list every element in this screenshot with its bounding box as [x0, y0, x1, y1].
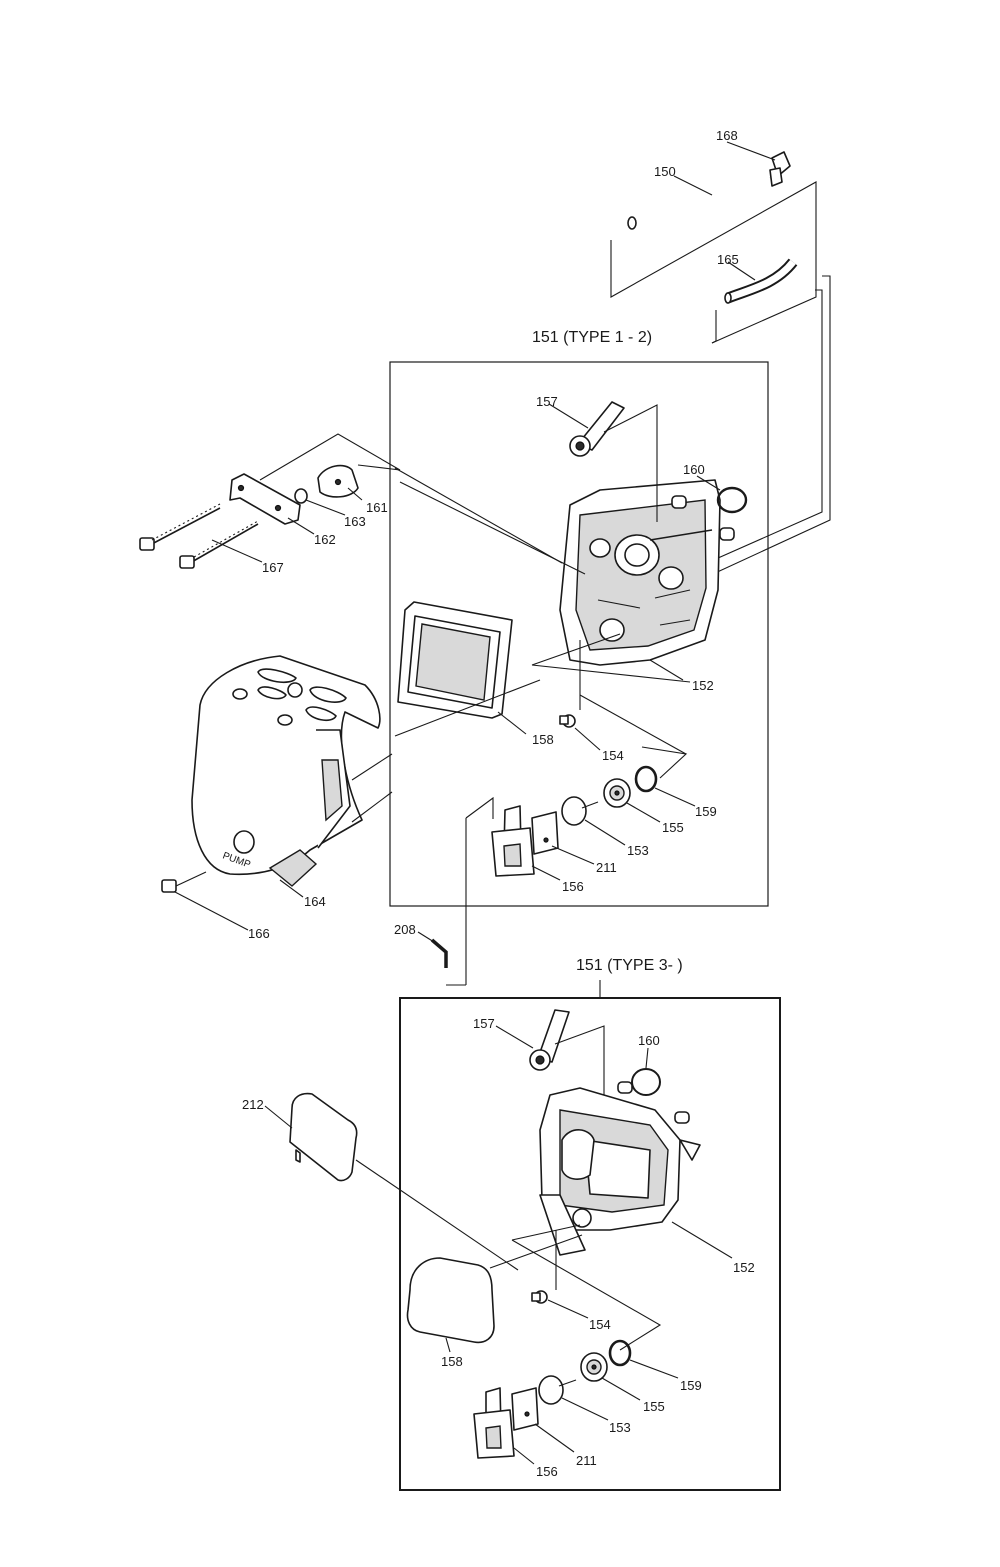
gear-161 — [317, 464, 359, 498]
label-162: 162 — [314, 532, 336, 547]
screw-166 — [161, 871, 207, 893]
group-title-type-3: 151 (TYPE 3- ) — [576, 957, 683, 974]
label-154-type-3: 154 — [589, 1317, 611, 1332]
oring-160-type-1 — [716, 486, 748, 514]
group-frame-type-3 — [399, 997, 781, 1491]
screw-154-type-3 — [531, 1290, 548, 1304]
label-164: 164 — [304, 894, 326, 909]
valve-153-type-1 — [561, 796, 599, 826]
label-161: 161 — [366, 500, 388, 515]
label-158-type-3: 158 — [441, 1354, 463, 1369]
bracket-162 — [229, 473, 301, 525]
choke-lever-157-type-3 — [529, 1009, 570, 1071]
group-frame-type-1-2 — [389, 361, 769, 907]
air-cleaner-base-152-type-1 — [559, 479, 721, 666]
label-157-type-1: 157 — [536, 394, 558, 409]
oring-159-type-1 — [634, 765, 658, 793]
disk-155-type-3 — [580, 1352, 608, 1382]
label-158-type-1: 158 — [532, 732, 554, 747]
leader-lines — [174, 141, 776, 1465]
choke-lever-157-type-1 — [569, 401, 625, 457]
disk-155-type-1 — [603, 778, 631, 808]
label-159-type-1: 159 — [695, 804, 717, 819]
label-159-type-3: 159 — [680, 1378, 702, 1393]
element-158-type-1 — [397, 601, 513, 719]
bolt-167 — [179, 520, 259, 569]
label-166: 166 — [248, 926, 270, 941]
hose-165 — [724, 258, 798, 304]
valve-153-type-3 — [538, 1375, 577, 1405]
hook-208 — [430, 938, 448, 968]
label-212: 212 — [242, 1097, 264, 1112]
label-155-type-1: 155 — [662, 820, 684, 835]
seal-211-type-1 — [531, 811, 559, 855]
label-152-type-3: 152 — [733, 1260, 755, 1275]
label-167: 167 — [262, 560, 284, 575]
washer-163 — [294, 488, 308, 504]
screw-154-type-1 — [559, 714, 576, 728]
clamp-168 — [769, 151, 791, 187]
bolt-167-long — [139, 503, 221, 551]
label-168: 168 — [716, 128, 738, 143]
label-154-type-1: 154 — [602, 748, 624, 763]
label-165: 165 — [717, 252, 739, 267]
label-208: 208 — [394, 922, 416, 937]
label-211-type-3: 211 — [576, 1453, 597, 1468]
cover-164 — [191, 655, 381, 887]
group-title-type-1-2: 151 (TYPE 1 - 2) — [532, 329, 652, 346]
primer-156-type-1 — [491, 805, 535, 877]
label-153-type-1: 153 — [627, 843, 649, 858]
air-cleaner-base-152-type-3 — [539, 1087, 701, 1256]
label-152-type-1: 152 — [692, 678, 714, 693]
label-156-type-1: 156 — [562, 879, 584, 894]
collar-pair-type-3 — [617, 1081, 690, 1124]
label-156-type-3: 156 — [536, 1464, 558, 1479]
element-158-type-3 — [406, 1257, 495, 1344]
label-160-type-3: 160 — [638, 1033, 660, 1048]
label-163: 163 — [344, 514, 366, 529]
oring-160-type-3 — [631, 1068, 661, 1096]
element-212-type-3 — [289, 1092, 358, 1182]
collar-pair-type-1 — [671, 495, 735, 541]
part-labels: 168 150 165 157 160 161 163 162 167 152 … — [242, 128, 755, 1479]
label-155-type-3: 155 — [643, 1399, 665, 1414]
seal-211-type-3 — [511, 1387, 539, 1431]
label-153-type-3: 153 — [609, 1420, 631, 1435]
label-211-type-1: 211 — [596, 860, 617, 875]
primer-156-type-3 — [473, 1387, 515, 1459]
oring-159-type-3 — [608, 1339, 632, 1367]
label-150: 150 — [654, 164, 676, 179]
hose-150 — [627, 174, 772, 230]
label-157-type-3: 157 — [473, 1016, 495, 1031]
label-160-type-1: 160 — [683, 462, 705, 477]
